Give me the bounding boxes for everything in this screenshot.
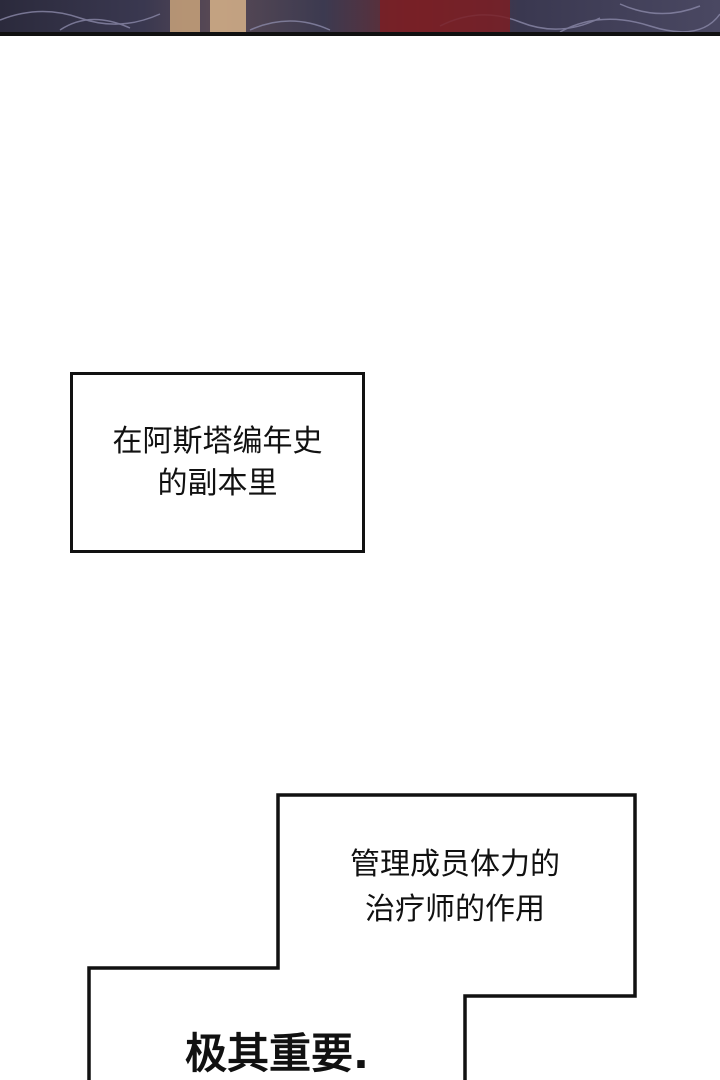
narration-text-1: 在阿斯塔编年史 的副本里 [112,423,323,501]
floor-pattern-art [0,0,720,34]
narration-box-1: 在阿斯塔编年史 的副本里 [70,372,365,553]
narration-text-3: 极其重要. [185,1029,369,1078]
panel-border [0,32,720,36]
top-artwork-panel [0,0,720,34]
narration-text-2: 管理成员体力的 治疗师的作用 [350,847,560,927]
